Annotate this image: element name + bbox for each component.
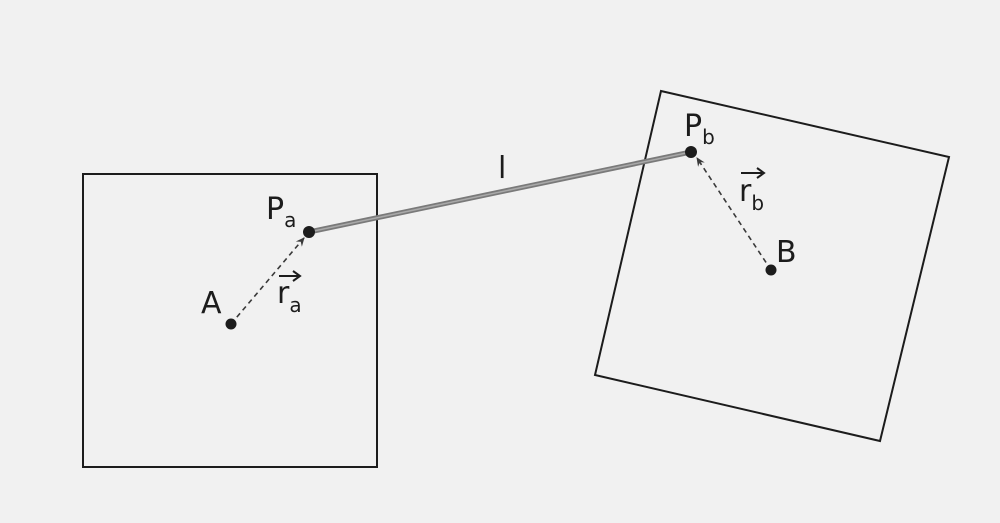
body-b-box	[593, 89, 951, 443]
label-a: A	[201, 286, 222, 321]
label-ra-main: r	[277, 276, 290, 311]
label-rb: rb	[739, 174, 764, 215]
vector-rb-line	[696, 157, 772, 271]
label-rb-arrow-head	[756, 167, 766, 179]
label-ra: ra	[277, 276, 302, 317]
point-pb-dot	[685, 146, 697, 158]
label-link: l	[498, 151, 506, 186]
point-b-dot	[765, 264, 777, 276]
label-pa-subscript: a	[284, 208, 296, 232]
label-pb: Pb	[684, 109, 715, 149]
vector-ra-line	[230, 237, 305, 325]
label-pa: Pa	[266, 192, 296, 232]
label-rb-main: r	[739, 174, 752, 209]
label-ra-arrow-head	[292, 270, 302, 282]
label-rb-subscript: b	[751, 191, 764, 215]
label-ra-subscript: a	[289, 293, 301, 317]
point-a-dot	[225, 318, 237, 330]
point-pa-dot	[303, 226, 315, 238]
body-a-box	[82, 173, 378, 468]
link-line-core	[308, 151, 692, 233]
label-b: B	[776, 235, 797, 270]
label-pa-main: P	[266, 192, 284, 227]
label-pb-main: P	[684, 109, 702, 144]
label-pb-subscript: b	[702, 125, 715, 149]
